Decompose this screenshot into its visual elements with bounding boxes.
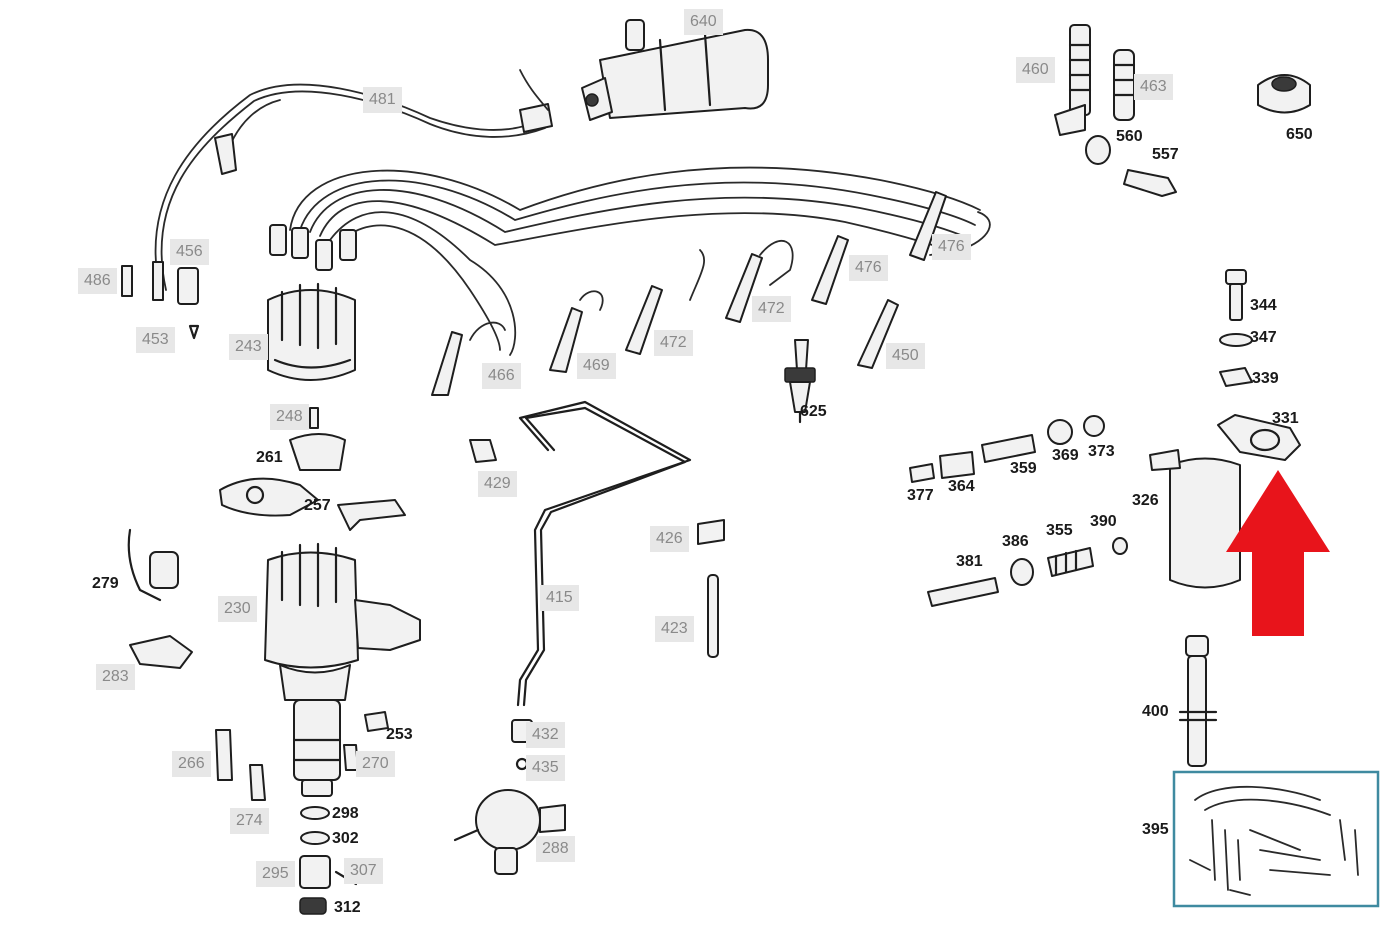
label-390: 390	[1090, 513, 1117, 530]
inset-overview-thumbnail	[1172, 770, 1380, 908]
label-326: 326	[1132, 492, 1159, 509]
ignition-wire-harness	[152, 69, 991, 356]
label-369: 369	[1052, 447, 1079, 464]
label-429: 429	[478, 471, 517, 497]
label-381: 381	[956, 553, 983, 570]
vacuum-unit	[453, 789, 566, 875]
label-331: 331	[1272, 410, 1299, 427]
label-486: 486	[78, 268, 117, 294]
label-274: 274	[230, 808, 269, 834]
label-344: 344	[1250, 297, 1277, 314]
label-481: 481	[363, 87, 402, 113]
label-386: 386	[1002, 533, 1029, 550]
red-pointer-arrow	[1226, 470, 1330, 636]
label-476-top: 476	[932, 234, 971, 260]
label-302: 302	[332, 830, 359, 847]
label-560: 560	[1116, 128, 1143, 145]
label-466: 466	[482, 363, 521, 389]
label-248: 248	[270, 404, 309, 430]
label-339: 339	[1252, 370, 1279, 387]
label-288: 288	[536, 836, 575, 862]
label-456: 456	[170, 239, 209, 265]
label-435: 435	[526, 755, 565, 781]
vacuum-rod	[469, 400, 725, 771]
ignition-coil	[581, 19, 769, 121]
label-261: 261	[256, 449, 283, 466]
label-472-right: 472	[752, 296, 791, 322]
label-377: 377	[907, 487, 934, 504]
label-476: 476	[849, 255, 888, 281]
label-650: 650	[1286, 126, 1313, 143]
distributor-cap	[267, 282, 356, 381]
label-640: 640	[684, 9, 723, 35]
small-parts-left	[121, 265, 406, 669]
advance-mechanism-parts	[909, 415, 1128, 607]
label-266: 266	[172, 751, 211, 777]
label-426: 426	[650, 526, 689, 552]
label-395: 395	[1142, 821, 1169, 838]
spark-plug	[784, 339, 816, 424]
label-359: 359	[1010, 460, 1037, 477]
label-400: 400	[1142, 703, 1169, 720]
label-312: 312	[334, 899, 361, 916]
label-347: 347	[1250, 329, 1277, 346]
label-557: 557	[1152, 146, 1179, 163]
spark-plug-connectors	[269, 191, 947, 396]
label-295: 295	[256, 861, 295, 887]
label-453: 453	[136, 327, 175, 353]
label-298: 298	[332, 805, 359, 822]
distributor-body	[264, 542, 421, 797]
label-243: 243	[229, 334, 268, 360]
label-472: 472	[654, 330, 693, 356]
label-253: 253	[386, 726, 413, 743]
label-307: 307	[344, 858, 383, 884]
label-432: 432	[526, 722, 565, 748]
label-625: 625	[800, 403, 827, 420]
label-373: 373	[1088, 443, 1115, 460]
label-257: 257	[304, 497, 331, 514]
label-283: 283	[96, 664, 135, 690]
top-right-parts	[1054, 24, 1311, 197]
label-415: 415	[540, 585, 579, 611]
label-460: 460	[1016, 57, 1055, 83]
label-270: 270	[356, 751, 395, 777]
label-469: 469	[577, 353, 616, 379]
label-279: 279	[92, 575, 119, 592]
label-355: 355	[1046, 522, 1073, 539]
right-column-parts	[1149, 269, 1301, 767]
small-parts-lower-left	[215, 711, 389, 915]
label-230: 230	[218, 596, 257, 622]
label-463: 463	[1134, 74, 1173, 100]
label-450: 450	[886, 343, 925, 369]
label-364: 364	[948, 478, 975, 495]
label-423: 423	[655, 616, 694, 642]
